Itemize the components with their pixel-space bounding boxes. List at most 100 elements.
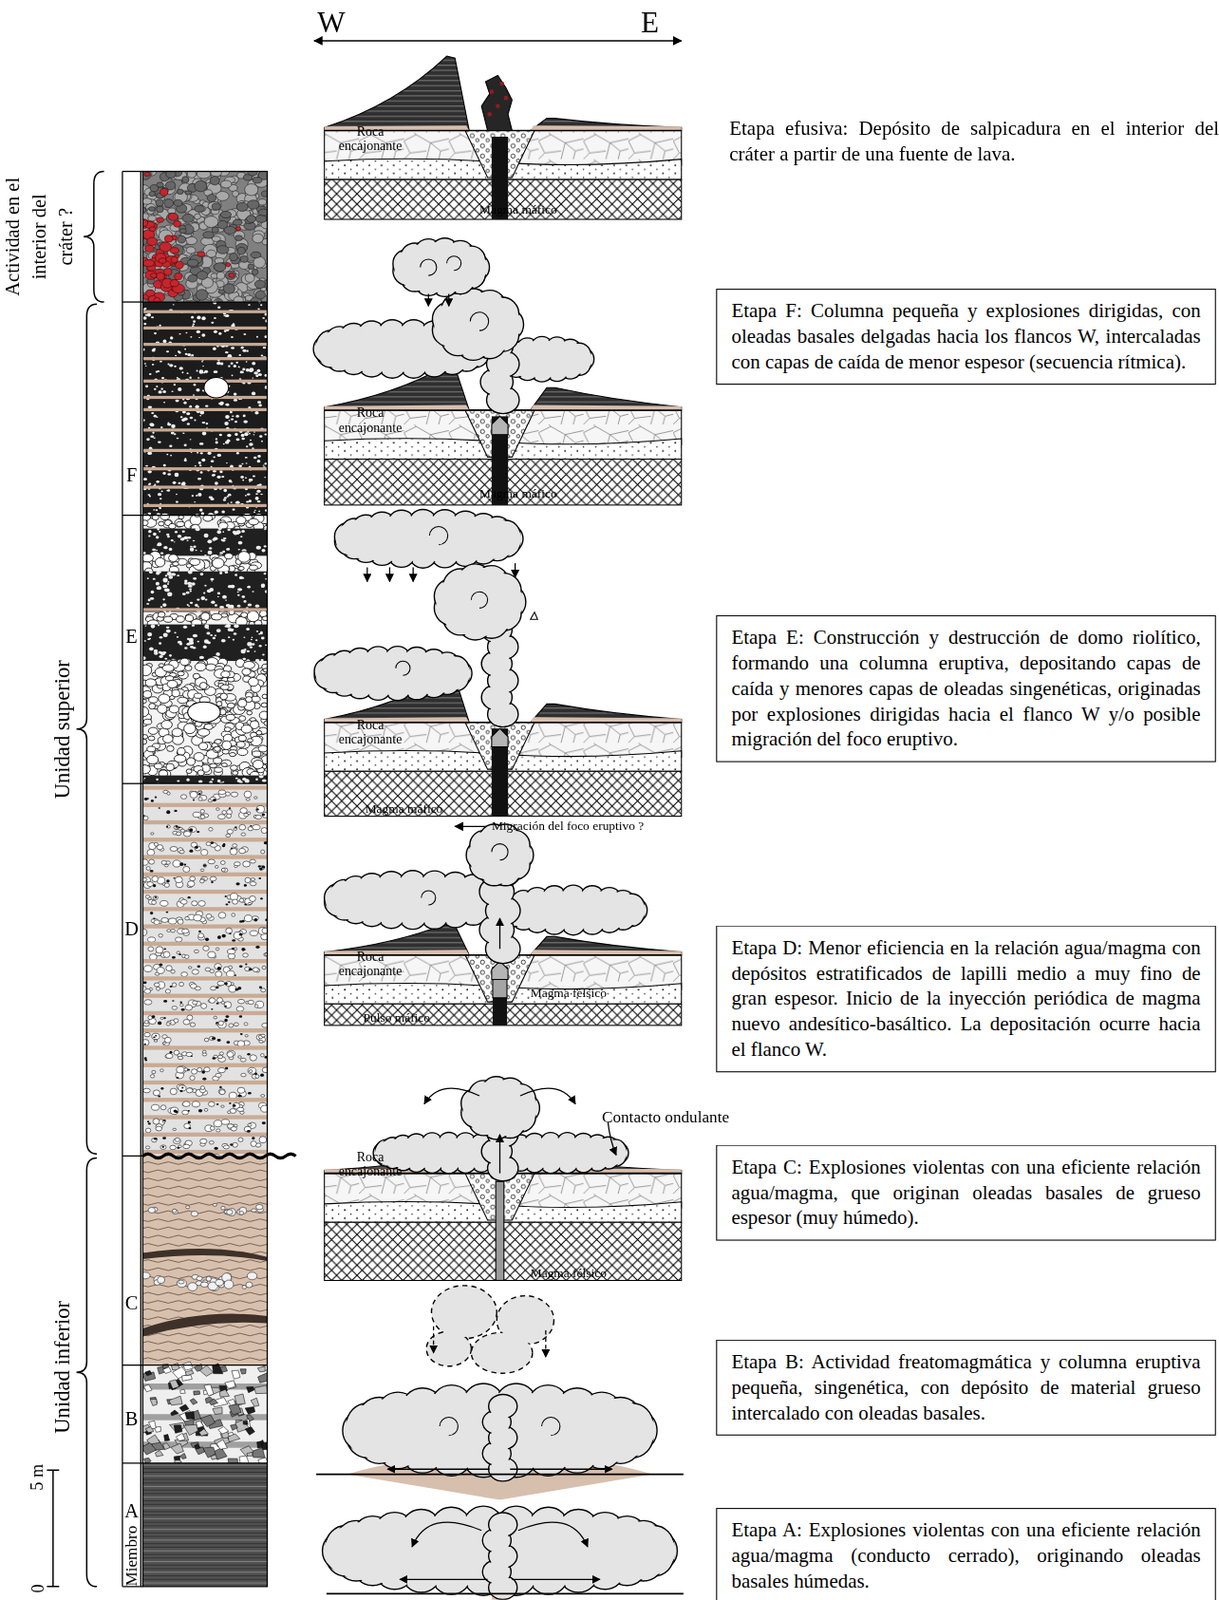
clast [192, 540, 196, 543]
clast [239, 824, 246, 830]
clast [158, 390, 163, 394]
clast [263, 527, 267, 530]
clast [187, 604, 190, 606]
clast [199, 442, 204, 446]
clast [225, 570, 229, 574]
clast [178, 351, 182, 354]
clast [184, 457, 187, 460]
clast [247, 602, 252, 606]
clast [197, 492, 202, 497]
clast [206, 539, 212, 544]
clast [194, 949, 200, 954]
clast [173, 199, 183, 207]
clast [167, 535, 170, 538]
clast [163, 578, 169, 583]
clast [145, 895, 150, 899]
clast [201, 458, 206, 463]
clast [170, 929, 176, 933]
clast [158, 530, 161, 533]
clast [168, 547, 173, 551]
clast [211, 558, 225, 569]
clast [164, 863, 169, 866]
clast [192, 811, 201, 817]
clast [245, 798, 250, 802]
clast [163, 545, 168, 549]
clast [184, 459, 188, 462]
clast [175, 937, 183, 942]
clast [223, 283, 235, 294]
clast [177, 534, 183, 538]
clast [150, 590, 155, 594]
clast [209, 763, 218, 769]
clast [215, 437, 218, 440]
clast [256, 336, 259, 338]
bed [142, 379, 267, 383]
clast [181, 371, 184, 374]
clast [198, 930, 202, 933]
clast [243, 661, 255, 670]
clast [230, 336, 234, 338]
clast [160, 551, 164, 554]
clast [252, 433, 255, 435]
clast [183, 401, 187, 405]
clast [162, 652, 166, 656]
clast [225, 462, 228, 464]
clast [218, 789, 226, 795]
bed [142, 941, 267, 946]
clast [202, 365, 205, 367]
clast [261, 583, 265, 588]
clast [189, 601, 193, 604]
clast [258, 633, 261, 636]
clast [241, 724, 252, 733]
clast [255, 492, 259, 495]
clast [237, 587, 243, 591]
clast [223, 537, 227, 540]
clast [174, 530, 178, 533]
clast [198, 900, 207, 907]
clast [226, 813, 232, 819]
clast [192, 319, 196, 323]
clast [205, 937, 209, 942]
clast [158, 934, 163, 938]
clast [203, 372, 206, 375]
clast [224, 496, 227, 499]
clast [255, 603, 260, 607]
clast [155, 415, 158, 418]
clast [237, 748, 248, 756]
clast [230, 361, 234, 365]
clast [223, 488, 227, 492]
clast [260, 897, 263, 900]
clast [187, 757, 196, 766]
clast [254, 411, 259, 414]
clast [222, 530, 225, 533]
clast [230, 346, 235, 349]
clast [203, 863, 207, 866]
clast [147, 849, 155, 857]
clast [218, 332, 222, 336]
clast [155, 535, 160, 539]
clast [195, 494, 198, 497]
clast [152, 883, 156, 887]
clast [212, 347, 217, 351]
clast [222, 595, 227, 600]
clast [145, 465, 149, 468]
clast [193, 752, 205, 762]
clast [239, 715, 246, 722]
clast [203, 231, 215, 239]
bed [142, 923, 267, 928]
clast [258, 510, 261, 513]
clast [173, 631, 177, 634]
clast [164, 199, 174, 208]
clast [173, 383, 176, 386]
clast [163, 464, 167, 468]
clast [159, 655, 164, 658]
clast [243, 349, 246, 353]
bed [142, 310, 267, 314]
clast [246, 215, 257, 224]
clast [157, 441, 162, 444]
clast [146, 866, 151, 871]
clast [167, 423, 171, 427]
clast [212, 473, 216, 476]
clast [189, 438, 192, 440]
clast [235, 226, 241, 231]
